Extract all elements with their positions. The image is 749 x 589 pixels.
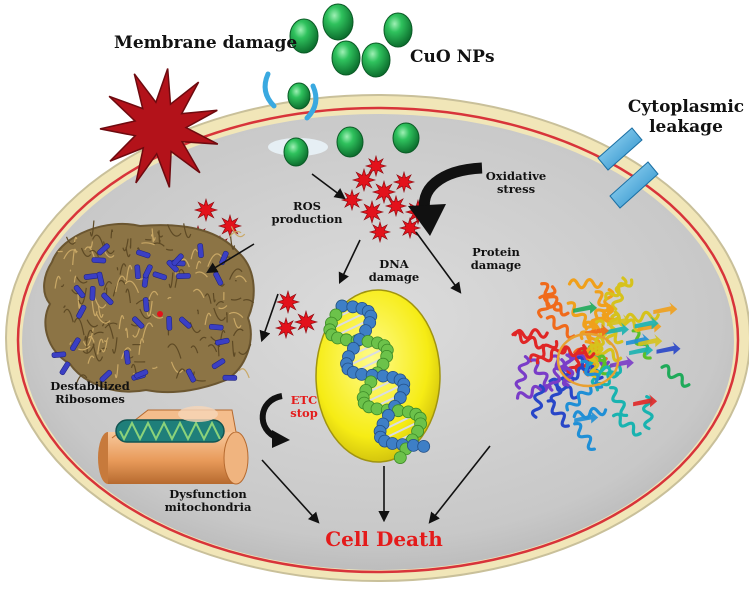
ribosome-protein-helix [176,273,190,278]
label-protein-line2: damage [460,259,532,272]
cuo-nanoparticle-icon [332,41,360,75]
ribosome-protein-helix [92,257,106,263]
label-oxidative-stress: Oxidative stress [476,170,556,196]
label-mito-line2: mitochondria [158,501,258,514]
label-cytoplasmic-leakage-line2: leakage [626,118,746,138]
label-ribosomes-line2: Ribosomes [44,393,136,406]
ribosome-marker [157,311,163,317]
ribosome-icon [44,221,254,393]
ros-star-icon [370,222,390,242]
ribosome-strand [130,238,131,248]
cuo-nanoparticle-icon [362,43,390,77]
ribosome-strand [117,268,118,271]
dna-strand-bead [418,440,430,452]
label-oxidative-stress-line2: stress [476,183,556,196]
ros-star-icon [276,318,296,338]
dna-strand-bead [394,452,406,464]
cuo-nanoparticle-icon [284,138,308,166]
ros-star-icon [353,169,375,191]
label-ros-line2: production [266,213,348,226]
label-destabilized-ribosomes: Destabilized Ribosomes [44,380,136,406]
ros-star-icon [295,311,317,333]
label-dna-line2: damage [360,271,428,284]
label-membrane-damage: Membrane damage [114,34,297,54]
dna-icon [316,290,440,464]
ribosome-protein-helix [143,297,149,311]
ros-star-icon [400,218,420,238]
label-cytoplasmic-leakage: Cytoplasmic leakage [626,98,746,137]
ros-star-icon [366,156,386,176]
ros-star-icon [373,181,395,203]
ribosome-protein-helix [135,265,141,279]
ribosome-protein-helix [198,243,204,257]
label-dysfunction-mitochondria: Dysfunction mitochondria [158,488,258,514]
label-ros-production: ROS production [266,200,348,226]
ribosome-protein-helix [52,352,66,358]
ros-star-icon [386,196,406,216]
label-cuo-nps: CuO NPs [410,48,495,68]
label-etc-stop: ETC stop [284,394,324,420]
cuo-nanoparticles [284,4,419,166]
ros-star-icon [219,215,241,237]
ribosome-protein-helix [223,375,237,380]
label-etc-line2: stop [284,407,324,420]
ros-star-icon [361,201,383,223]
cuo-nanoparticle-icon [288,83,310,109]
label-dna-damage: DNA damage [360,258,428,284]
ros-star-icon [277,291,299,313]
cuo-nanoparticle-icon [393,123,419,153]
ribosome-protein-helix [167,316,172,330]
ribosome-protein-helix [90,286,95,300]
label-cell-death: Cell Death [316,528,452,551]
cuo-nanoparticle-icon [384,13,412,47]
label-cytoplasmic-leakage-line1: Cytoplasmic [626,98,746,118]
ribosome-protein-helix [209,324,223,330]
ros-star-icon [394,172,414,192]
cuo-nanoparticle-icon [323,4,353,40]
label-protein-damage: Protein damage [460,246,532,272]
ros-star-icon [195,199,217,221]
cuo-nanoparticle-icon [337,127,363,157]
